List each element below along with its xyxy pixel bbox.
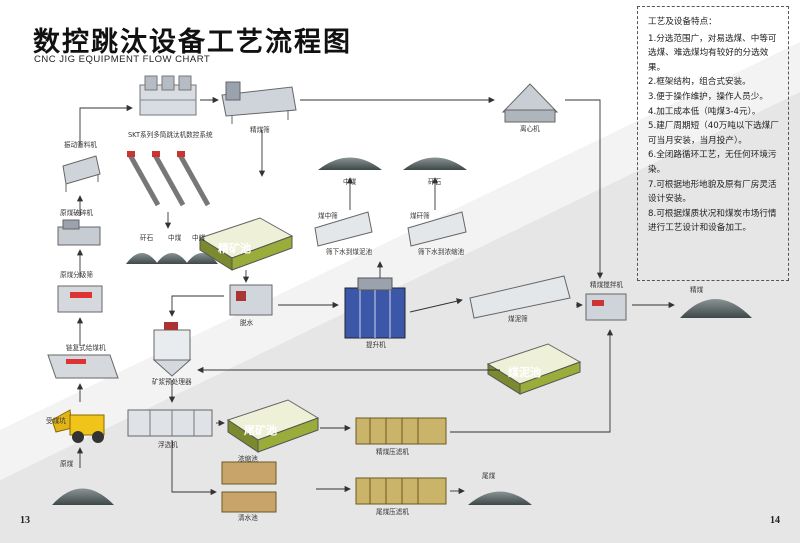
coal-yard-label: 受煤坑: [46, 417, 66, 425]
gangue-out-label: 矸石: [140, 234, 154, 242]
tailing-pool: [226, 399, 320, 453]
clean-coal-label: 精煤: [690, 286, 704, 294]
feature-item: 3.便于操作维护，操作人员少。: [648, 91, 768, 102]
coal-pool-label: 煤泥池: [508, 366, 541, 379]
page-number-left: 13: [20, 515, 30, 526]
under-water-thick-label: 筛下水到浓缩池: [418, 248, 465, 256]
coal-mid-sieve: [314, 211, 373, 247]
under-water-coal-label: 筛下水到煤泥池: [326, 248, 373, 256]
raw-grader-machine: [57, 285, 103, 313]
skt-system-label: SKT系列多筒跳汰机数控系统: [128, 131, 213, 139]
dewater-machine: [229, 284, 273, 316]
chain-feeder-machine: [47, 354, 119, 379]
mid-out-label-2: 中煤: [192, 234, 206, 242]
float-label: 浮选机: [158, 441, 178, 449]
skt-jig-machine: [139, 75, 197, 116]
thickener-tank: [221, 461, 277, 485]
clean-press-label: 精煤压滤机: [376, 448, 409, 456]
feature-item: 2.框架结构，组合式安装。: [648, 77, 751, 88]
ore-pretreatment-tank: [152, 322, 192, 377]
dewater-elevators: [127, 151, 211, 207]
coal-sieve-label: 煤中筛: [318, 212, 338, 220]
cleaning-screen-label: 精煤筛: [250, 126, 270, 134]
feature-item: 6.全闭路循环工艺，无任何环境污染。: [648, 150, 777, 175]
tail-coal-label: 尾煤: [482, 472, 496, 480]
gangue-pile: [126, 253, 158, 264]
feature-item: 1.分选范围广，对易选煤、中等可选煤、难选煤均有较好的分选效果。: [648, 33, 777, 73]
tail-coal-pile: [468, 491, 532, 505]
mid-coal-top-pile: [318, 157, 382, 170]
mid-out-label: 中煤: [168, 234, 182, 242]
gangue-sieve: [407, 211, 467, 247]
clear-pool-label: 清水池: [238, 514, 258, 522]
clean-mixer-label: 精煤搅拌机: [590, 281, 623, 289]
feature-item: 5.建厂周期短（40万吨以下选煤厂可当月安装，当月投产）。: [648, 121, 779, 146]
gangue-top-pile: [403, 157, 467, 170]
page-subtitle: CNC JIG EQUIPMENT FLOW CHART: [34, 54, 211, 65]
centrifuge-label: 离心机: [520, 125, 540, 133]
tailing-pool-label: 尾矿池: [244, 424, 277, 437]
feature-item: 4.加工成本低（吨煤3-4元）。: [648, 106, 761, 117]
centrifuge-machine: [501, 83, 559, 123]
elevator-label: 提升机: [366, 341, 386, 349]
dewater-label: 脱水: [240, 319, 254, 327]
tail-press-machine: [355, 477, 447, 505]
feature-item: 7.可根据地形地貌及原有厂房灵活设计安装。: [648, 179, 777, 205]
feed-vibrating-screen: [62, 155, 101, 192]
mid-coal-pile: [156, 253, 188, 264]
clean-mixer-machine: [585, 293, 627, 321]
mid-coal-label: 中煤: [343, 178, 357, 186]
clear-water-pool: [221, 491, 277, 513]
ore-pre-label: 矿浆预处理器: [152, 378, 192, 386]
raw-coal-label: 原煤: [60, 460, 74, 468]
page-title: 数控跳汰设备工艺流程图: [33, 27, 352, 58]
raw-crusher-machine: [57, 219, 101, 246]
elevator-machine: [344, 277, 406, 339]
feeder-label: 链复式给煤机: [66, 344, 106, 352]
feature-item: 8.可根据煤质状况和煤炭市场行情进行工艺设计和设备加工。: [648, 208, 777, 234]
raw-crusher-label: 原煤破碎机: [60, 209, 93, 217]
clean-ore-pool: [198, 217, 294, 271]
features-box: 工艺及设备特点： 1.分选范围广，对易选煤、中等可选煤、难选煤均有较好的分选效果…: [637, 6, 789, 281]
thickener-label: 浓缩池: [238, 455, 258, 463]
clean-coal-screen: [221, 81, 297, 124]
slime-screen-machine: [469, 275, 571, 319]
features-heading: 工艺及设备特点：: [648, 17, 717, 27]
slime-screen-label: 煤泥筛: [508, 315, 528, 323]
loader-truck: [51, 409, 105, 443]
page-number-right: 14: [770, 515, 780, 526]
tail-press-label: 尾煤压滤机: [376, 508, 409, 516]
clean-press-machine: [355, 417, 447, 445]
float-machine: [127, 409, 213, 437]
raw-coal-pile: [52, 488, 114, 505]
coal-slime-pool: [486, 343, 582, 395]
clean-coal-pile: [680, 299, 752, 318]
clean-pool-label: 精矿池: [218, 242, 251, 255]
gangue-sieve-label: 煤矸筛: [410, 212, 430, 220]
raw-grader-label: 原煤分级筛: [60, 271, 93, 279]
vib-screen-label: 振动筛料机: [64, 141, 97, 149]
gangue-label: 矸石: [428, 178, 442, 186]
flow-arrows: [76, 96, 675, 496]
